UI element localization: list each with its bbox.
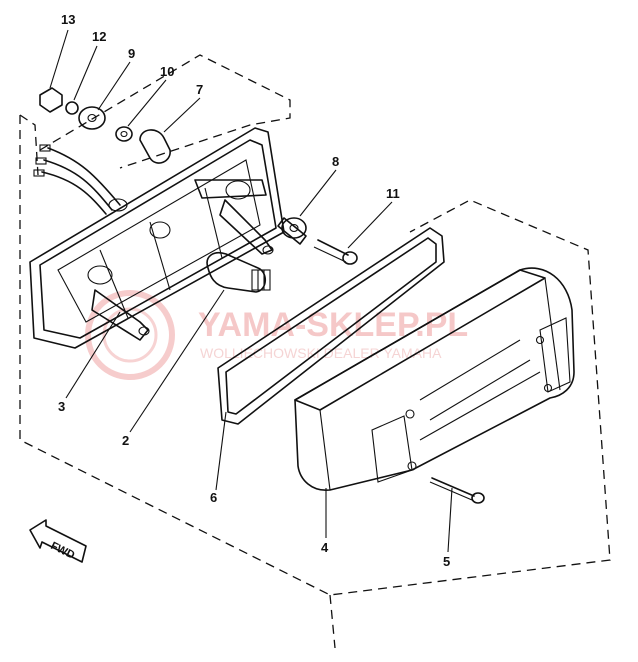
wire-harness xyxy=(33,144,121,215)
callout-labels: 13 12 9 10 7 8 11 3 2 6 4 5 xyxy=(58,12,450,569)
callout-4: 4 xyxy=(321,540,329,555)
callout-9: 9 xyxy=(128,46,135,61)
watermark-brand: YAMA-SKLEP.PL xyxy=(198,306,468,344)
callout-12: 12 xyxy=(92,29,106,44)
mounting-hardware xyxy=(39,87,171,164)
spacer-and-bolt xyxy=(277,217,358,265)
fwd-direction-marker: FWD xyxy=(29,519,87,563)
part-9-washer xyxy=(78,106,106,130)
part-10-washer xyxy=(115,126,133,142)
housing-boundary-left xyxy=(19,114,39,176)
part-13-nut xyxy=(39,87,63,113)
callout-13: 13 xyxy=(61,12,75,27)
part-7-grommet xyxy=(139,129,171,164)
callout-11: 11 xyxy=(386,186,400,201)
part-11-bolt xyxy=(317,239,349,256)
top-hardware-boundary xyxy=(39,54,291,169)
callout-6: 6 xyxy=(210,490,217,505)
part-2-bulb xyxy=(206,252,271,293)
main-assembly-boundary xyxy=(19,115,611,596)
part-4-lens xyxy=(294,267,575,491)
callout-7: 7 xyxy=(196,82,203,97)
callout-8: 8 xyxy=(332,154,339,169)
fwd-arrow-icon xyxy=(29,519,87,563)
fwd-label: FWD xyxy=(49,540,77,562)
part-12-lock-washer xyxy=(65,101,79,115)
part-8-spacer xyxy=(281,217,307,239)
callout-5: 5 xyxy=(443,554,450,569)
callout-10: 10 xyxy=(160,64,174,79)
watermark-logo-icon xyxy=(85,290,175,380)
leader-lines xyxy=(49,29,453,553)
callout-3: 3 xyxy=(58,399,65,414)
part-3-lamp-base xyxy=(29,127,285,349)
part-6-gasket xyxy=(217,227,445,425)
callout-2: 2 xyxy=(122,433,129,448)
part-5-lens-screw xyxy=(429,477,485,504)
